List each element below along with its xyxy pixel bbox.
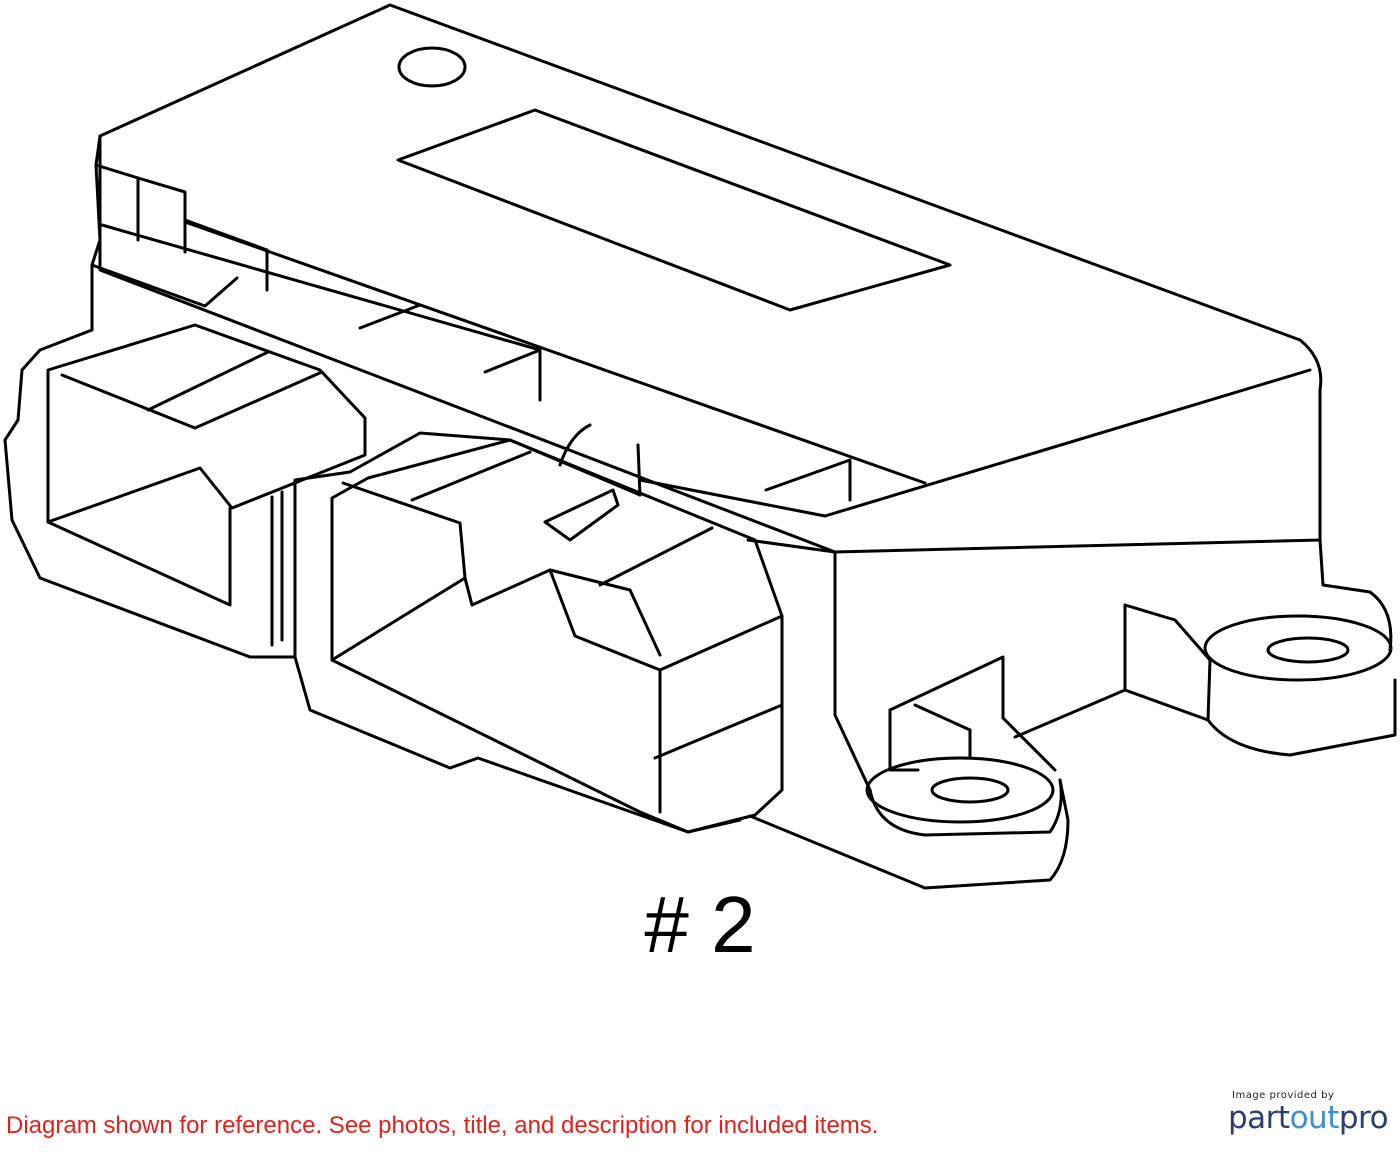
rib-5 (100, 223, 542, 352)
rib-8 (483, 348, 542, 402)
rib-1 (94, 163, 187, 254)
part-number-label: # 2 (644, 880, 756, 969)
module-line-drawing (3, 3, 1397, 890)
reference-disclaimer: Diagram shown for reference. See photos,… (6, 1112, 879, 1139)
right-ear-hole (1266, 636, 1350, 664)
front-ear-outer (865, 756, 1055, 824)
middle-connector-line-1 (341, 481, 462, 525)
left-connector-inner (46, 506, 232, 607)
housing-front-face (833, 550, 872, 792)
rib-9 (183, 220, 927, 485)
right-mounting-ear (1123, 603, 1397, 757)
bottom-bracket-rib-3 (1013, 688, 1127, 739)
middle-connector-face (330, 438, 784, 834)
rib-11 (823, 368, 1312, 518)
middle-connector-rib (636, 443, 642, 497)
housing-bottom-edge (748, 778, 1070, 890)
middle-connector-line-8 (330, 576, 467, 662)
left-connector-shell (3, 328, 297, 659)
middle-connector-tab (543, 488, 620, 542)
middle-connector-line-7 (653, 703, 784, 760)
middle-connector-line-3 (548, 568, 632, 592)
middle-connector-arc (558, 423, 592, 467)
middle-connector-outer (293, 655, 742, 834)
housing-top-outline (98, 3, 1323, 554)
middle-connector-key (458, 521, 662, 814)
brand-out: out (1289, 1100, 1340, 1136)
middle-connector-line-6 (658, 614, 784, 672)
image-credit: Image provided by partoutpro (1228, 1090, 1389, 1136)
right-ear-outer (1203, 614, 1393, 682)
connector-divider (746, 538, 837, 554)
right-ear-base (1123, 688, 1210, 722)
label-plate (396, 108, 952, 312)
left-connector-line-2 (146, 350, 270, 412)
bottom-bracket (888, 655, 1057, 772)
left-connector-line-1 (60, 373, 197, 430)
middle-connector-line-2 (410, 450, 532, 502)
top-mounting-hole (397, 46, 467, 88)
rib-7 (358, 303, 422, 330)
left-connector-face (46, 323, 367, 524)
rib-12 (638, 478, 827, 518)
partoutpro-logo: partoutpro (1228, 1100, 1389, 1136)
middle-connector-line-4 (598, 526, 714, 587)
bottom-bracket-rib (913, 703, 972, 732)
housing-right-face (1318, 538, 1393, 652)
middle-connector-line-5 (628, 588, 662, 657)
brand-pro: pro (1338, 1100, 1389, 1136)
credit-caption: Image provided by (1232, 1090, 1335, 1101)
rib-10 (764, 458, 852, 502)
left-connector-line-3 (193, 370, 324, 430)
middle-connector-shell (293, 431, 642, 659)
front-ear-hole (930, 776, 1010, 804)
housing-left-edge (90, 134, 102, 332)
brand-part: part (1228, 1100, 1290, 1136)
front-mounting-ear (868, 778, 1063, 837)
rib-6 (90, 263, 239, 308)
